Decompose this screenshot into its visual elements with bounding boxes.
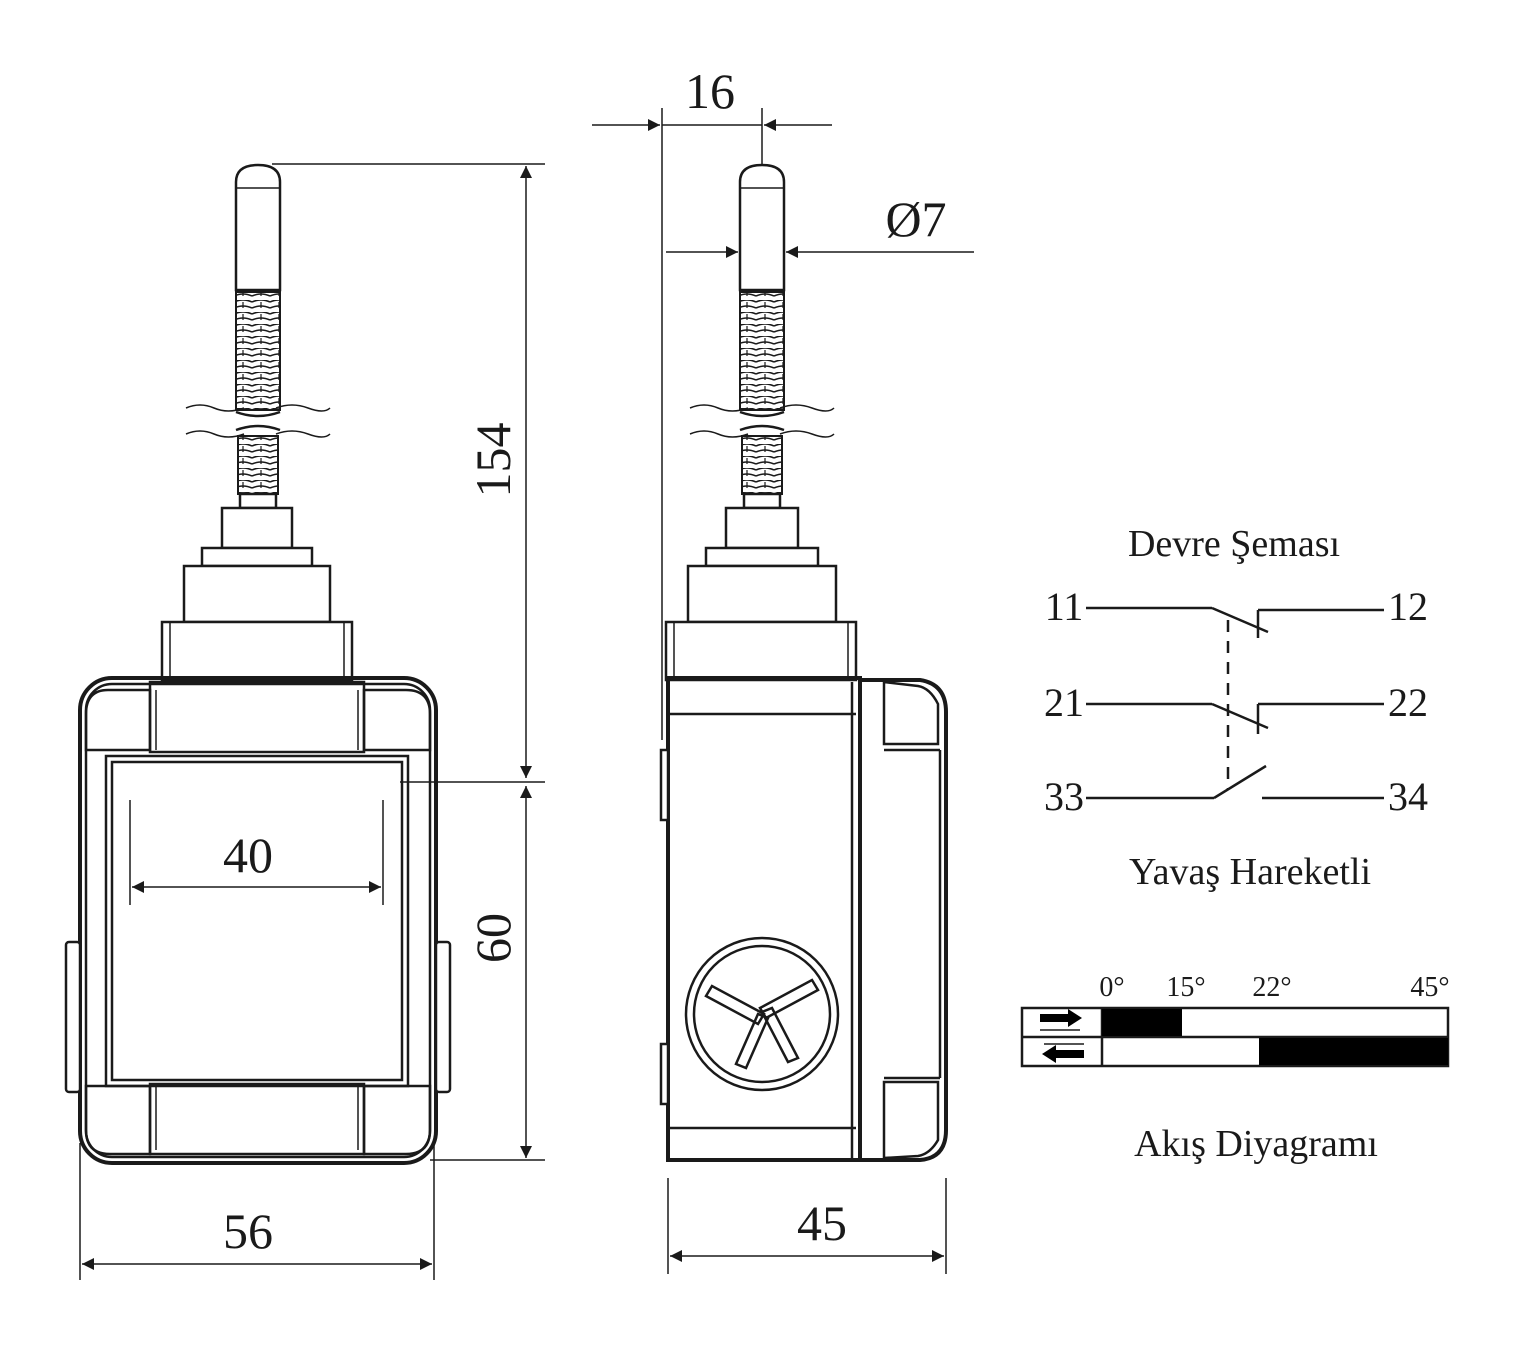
- dimension-154: 154: [465, 423, 521, 498]
- dimension-60: 60: [465, 913, 521, 963]
- angle-label-15: 15°: [1166, 972, 1205, 1003]
- front-view: [64, 163, 452, 1165]
- flow-diagram: [1020, 1006, 1450, 1068]
- circuit-title: Devre Şeması: [1128, 523, 1340, 565]
- flow-diagram-title: Akış Diyagramı: [1134, 1123, 1378, 1165]
- terminal-33: 33: [1044, 774, 1084, 819]
- circuit-schematic: [1086, 606, 1384, 800]
- dimension-16: 16: [685, 63, 735, 119]
- forward-arrow-icon: [1040, 1009, 1082, 1031]
- dimension-45: 45: [797, 1195, 847, 1251]
- terminal-12: 12: [1388, 584, 1428, 629]
- dimension-lines: [79, 108, 974, 1280]
- action-mode-label: Yavaş Hareketli: [1129, 851, 1371, 893]
- terminal-34: 34: [1388, 774, 1428, 819]
- dimension-56: 56: [223, 1203, 273, 1259]
- return-arrow-icon: [1042, 1043, 1084, 1063]
- terminal-11: 11: [1045, 584, 1084, 629]
- angle-label-22: 22°: [1252, 972, 1291, 1003]
- angle-label-45: 45°: [1410, 972, 1449, 1003]
- flow-bar-forward: [1102, 1009, 1182, 1036]
- dimension-40: 40: [223, 827, 273, 883]
- side-view: [659, 163, 948, 1162]
- flow-bar-return: [1259, 1038, 1448, 1065]
- terminal-21: 21: [1044, 680, 1084, 725]
- angle-label-0: 0°: [1099, 972, 1124, 1003]
- dimension-diameter-7: Ø7: [885, 191, 946, 247]
- terminal-22: 22: [1388, 680, 1428, 725]
